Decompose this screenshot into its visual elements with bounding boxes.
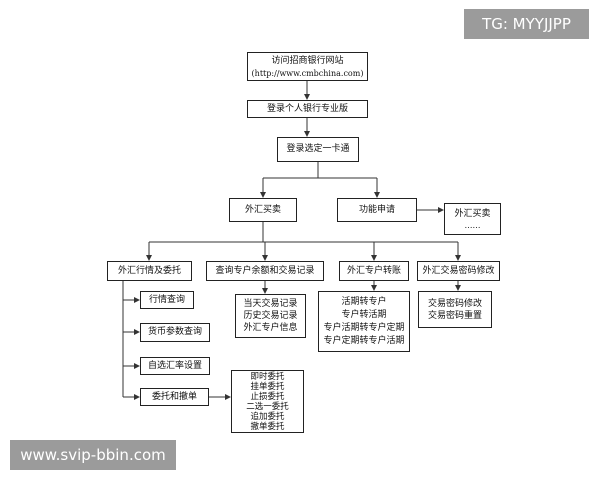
order-item: 挂单委托 [250,381,285,392]
quote-query-node: 行情查询 [140,291,194,309]
query-balance-node: 查询专户余额和交易记录 [206,261,324,281]
fx-pwd-node: 外汇交易密码修改 [417,261,500,281]
order-item: 撤单委托 [250,421,285,432]
fx-transfer-node: 外汇专户转账 [339,261,409,281]
transfer-types-list: 活期转专户专户转活期专户活期转专户定期专户定期转专户活期 [318,291,410,352]
transfer-item: 专户定期转专户活期 [323,335,405,346]
fx-quote-node: 外汇行情及委托 [107,261,192,281]
transfer-item: 专户活期转专户定期 [323,322,405,333]
transfer-item: 活期转专户 [341,296,387,307]
func-apply-node: 功能申请 [337,198,417,222]
currency-param-node: 货币参数查询 [140,323,210,342]
query-item: 外汇专户信息 [243,323,298,333]
password-item: 交易密码修改 [427,298,482,309]
password-item: 交易密码重置 [427,310,482,321]
custom-rate-node: 自选汇率设置 [140,357,210,375]
fx-trade-sub-title: 外汇买卖 [454,209,491,219]
login-pro-node: 登录个人银行专业版 [247,100,368,118]
password-actions-list: 交易密码修改交易密码重置 [418,291,492,328]
fx-trade-sub-ellipsis: …… [464,221,481,230]
order-item: 即时委托 [250,371,285,382]
fx-trade-sub-node: 外汇买卖 …… [444,203,501,235]
order-item: 追加委托 [250,411,285,422]
visit-site-node: 访问招商银行网站 (http://www.cmbchina.com) [247,52,368,81]
watermark-bottom: www.svip-bbin.com [10,440,176,470]
order-types-list: 即时委托挂单委托止损委托二选一委托追加委托撤单委托 [231,370,304,433]
fx-trade-node: 外汇买卖 [229,198,297,222]
visit-site-url: (http://www.cmbchina.com) [251,68,364,78]
select-card-node: 登录选定一卡通 [277,137,359,162]
order-cancel-node: 委托和撤单 [140,388,209,406]
query-item: 当天交易记录 [243,299,298,309]
order-item: 止损委托 [250,391,285,402]
query-records-list: 当天交易记录历史交易记录外汇专户信息 [235,294,306,338]
visit-site-title: 访问招商银行网站 [271,55,344,66]
transfer-item: 专户转活期 [341,309,387,320]
order-item: 二选一委托 [246,401,289,412]
query-item: 历史交易记录 [243,311,298,321]
watermark-top: TG: MYYJJPP [464,9,589,39]
